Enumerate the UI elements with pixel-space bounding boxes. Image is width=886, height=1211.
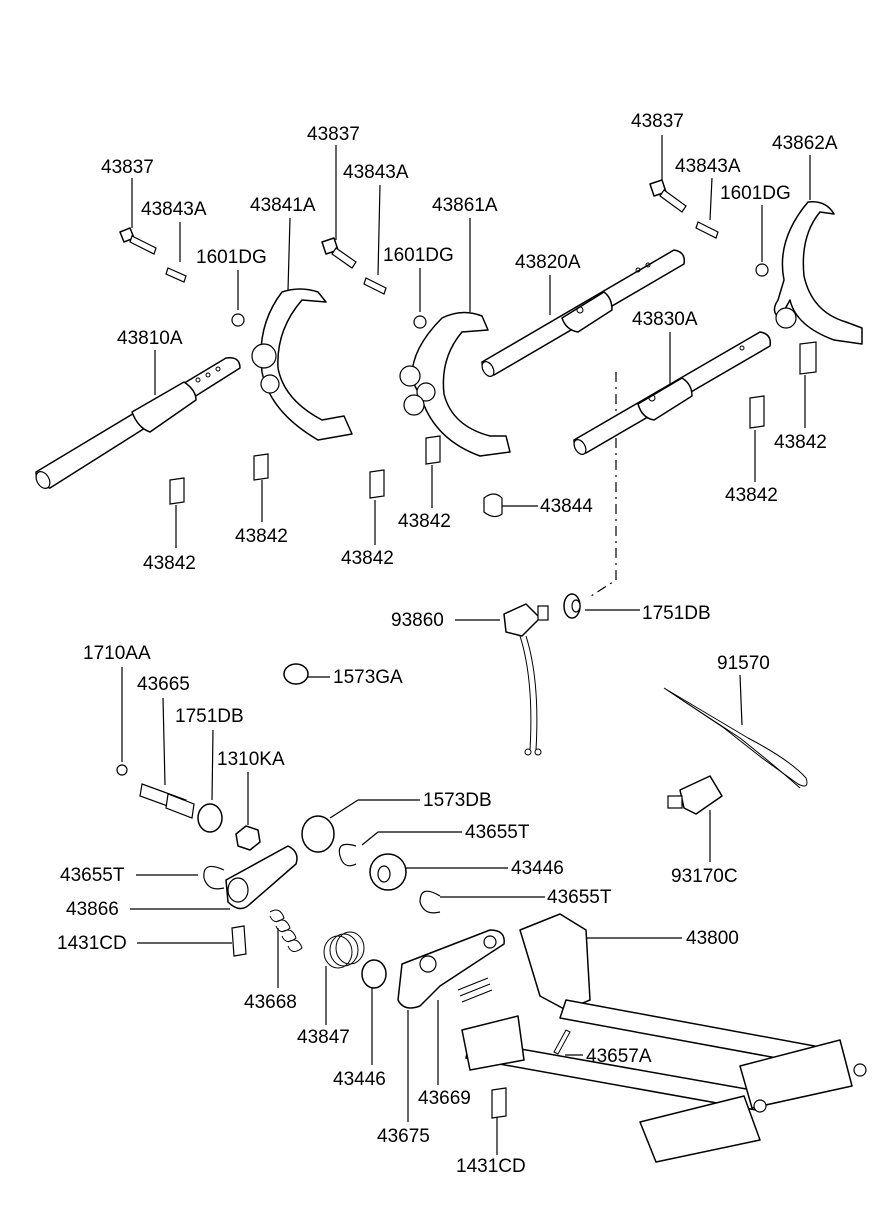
label-43843a-a: 43843A	[141, 199, 207, 220]
ball-1601dg-right	[755, 263, 769, 277]
label-1573db: 1573DB	[423, 790, 492, 811]
label-1710aa: 1710AA	[83, 643, 151, 664]
label-43866: 43866	[66, 899, 119, 920]
bolt-43837-right	[649, 179, 687, 213]
fork-43862a	[773, 201, 863, 345]
spring-43847	[323, 931, 365, 969]
plunger-43665	[139, 783, 195, 819]
label-43843a-c: 43843A	[675, 156, 741, 177]
part-labels: 43837 43843A 43837 43843A 43841A 43861A …	[57, 111, 838, 1177]
plug-43844	[483, 493, 503, 518]
label-1601dg-b: 1601DG	[383, 245, 454, 266]
cable-91570	[663, 687, 808, 789]
label-43843a-b: 43843A	[343, 162, 409, 183]
label-43668: 43668	[244, 992, 297, 1013]
label-43861a: 43861A	[432, 195, 498, 216]
pin-43657a	[553, 1029, 571, 1055]
label-1431cd-a: 1431CD	[57, 933, 127, 954]
shaft-43810a	[35, 356, 241, 489]
shaft-43830a	[573, 331, 772, 455]
label-43810a: 43810A	[117, 328, 183, 349]
leader-lines	[121, 135, 811, 1155]
label-1751db-a: 1751DB	[642, 603, 711, 624]
snapring-43655t-a	[338, 843, 357, 867]
washer-43446-low	[361, 959, 387, 989]
fork-43841a	[251, 288, 353, 441]
label-43842-a: 43842	[143, 553, 196, 574]
assembly-43800	[461, 913, 867, 1163]
pin-1431cd-left	[231, 925, 247, 957]
label-43820a: 43820A	[515, 252, 581, 273]
label-43446-a: 43446	[511, 858, 564, 879]
label-43842-e: 43842	[725, 485, 778, 506]
label-43665: 43665	[137, 674, 190, 695]
label-43862a: 43862A	[772, 133, 838, 154]
bolt-43837-left	[119, 227, 157, 255]
washer-1751db-top	[563, 593, 581, 619]
spring-43843a-mid	[363, 277, 387, 295]
label-91570: 91570	[717, 653, 770, 674]
label-43800: 43800	[686, 928, 739, 949]
spring-43843a-left	[165, 267, 187, 283]
label-43655t-b: 43655T	[60, 865, 125, 886]
shaft-43820a	[481, 249, 686, 377]
alignment-line	[587, 372, 617, 599]
label-43837-a: 43837	[101, 157, 154, 178]
pin-1431cd-bottom	[491, 1087, 507, 1119]
sensor-93170c	[667, 775, 723, 815]
label-93860: 93860	[391, 610, 444, 631]
label-1310ka: 1310KA	[217, 749, 285, 770]
washer-1751db-low	[197, 803, 223, 833]
pins-43842	[169, 341, 817, 505]
ball-1601dg-mid	[413, 315, 427, 329]
ball-1710aa	[116, 764, 128, 776]
label-43830a: 43830A	[632, 309, 698, 330]
ball-1601dg-left	[231, 313, 245, 327]
label-43657a: 43657A	[586, 1046, 652, 1067]
label-43837-b: 43837	[307, 124, 360, 145]
label-43842-d: 43842	[398, 511, 451, 532]
plug-1573ga	[283, 663, 309, 685]
label-43655t-a: 43655T	[465, 822, 530, 843]
label-43844: 43844	[540, 496, 593, 517]
nut-1310ka	[235, 825, 261, 851]
plug-1573db	[301, 815, 335, 853]
label-43837-c: 43837	[631, 111, 684, 132]
label-43841a: 43841A	[250, 195, 316, 216]
label-1601dg-c: 1601DG	[720, 183, 791, 204]
plate-43675	[397, 929, 505, 1009]
label-93170c: 93170C	[671, 866, 738, 887]
label-43842-f: 43842	[774, 432, 827, 453]
spring-43843a-right	[695, 221, 719, 239]
label-43842-b: 43842	[235, 526, 288, 547]
label-43669: 43669	[418, 1088, 471, 1109]
bolt-43837-mid	[321, 237, 357, 269]
washer-43446-top	[369, 853, 407, 891]
label-1431cd-b: 1431CD	[456, 1156, 526, 1177]
label-43655t-c: 43655T	[547, 887, 612, 908]
label-1751db-b: 1751DB	[175, 706, 244, 727]
spring-43669	[457, 977, 493, 1003]
switch-93860	[503, 603, 549, 756]
label-1573ga: 1573GA	[333, 667, 403, 688]
label-43446-b: 43446	[333, 1069, 386, 1090]
label-43842-c: 43842	[341, 548, 394, 569]
lever-43866	[225, 845, 298, 910]
snapring-43655t-c	[419, 890, 441, 914]
snapring-43655t-b	[203, 865, 225, 890]
fork-43861a	[399, 311, 511, 457]
spring-43668	[269, 909, 303, 952]
label-43675: 43675	[377, 1126, 430, 1147]
label-43847: 43847	[297, 1027, 350, 1048]
label-1601dg-a: 1601DG	[196, 247, 267, 268]
